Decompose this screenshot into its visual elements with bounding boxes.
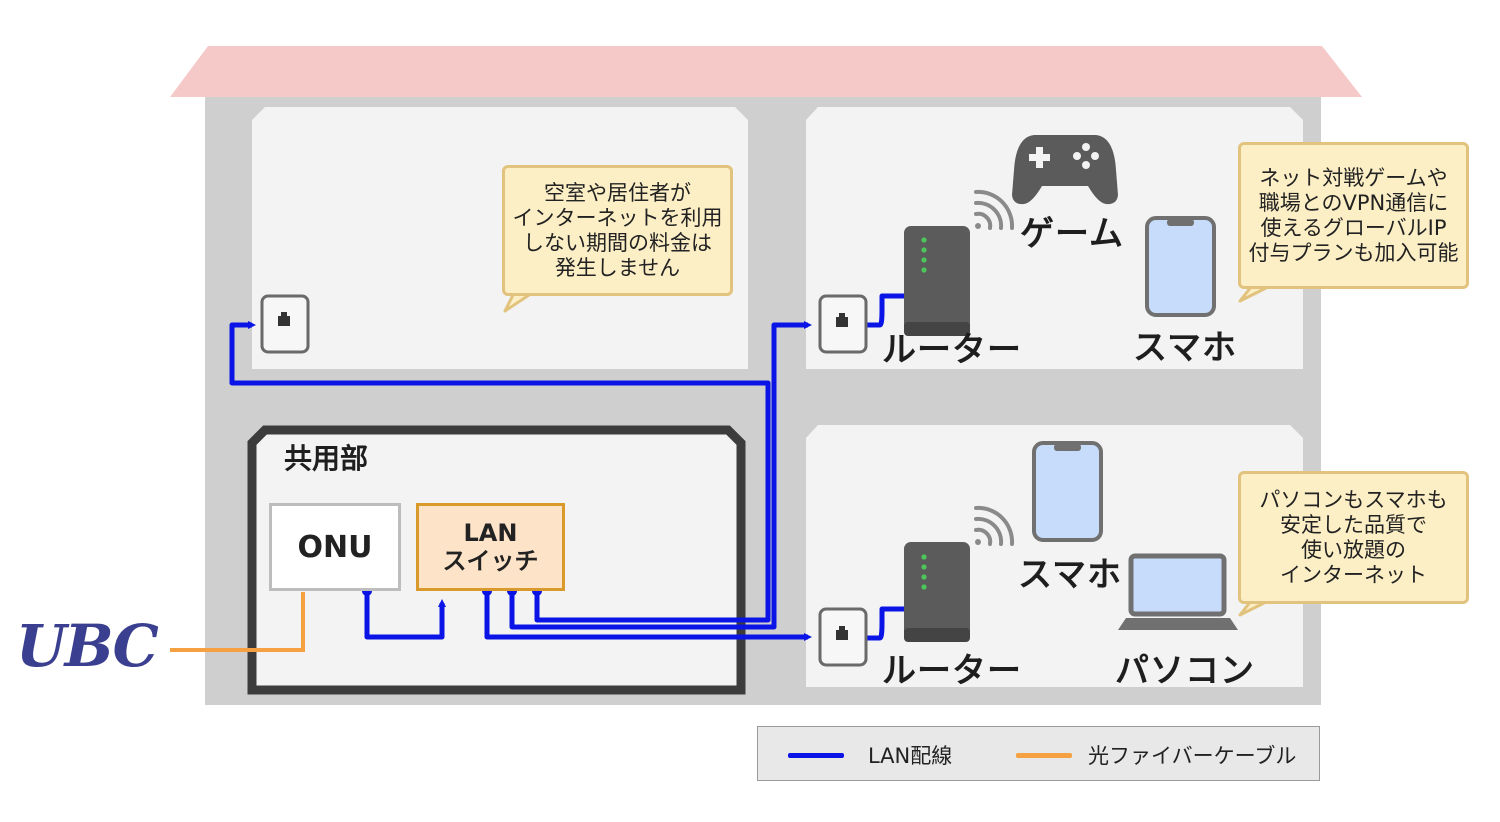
note-line: ネット対戦ゲームや: [1259, 165, 1448, 190]
common-area-label: 共用部: [284, 442, 369, 475]
note-line: 発生しません: [554, 255, 681, 280]
wifi-icon: [974, 505, 1015, 546]
note-line: 空室や居住者が: [544, 180, 691, 205]
lan-cables: [229, 293, 905, 641]
note-line: インターネット: [1280, 562, 1427, 587]
smartphone-icon: [1145, 216, 1216, 317]
onu-label: ONU: [297, 529, 373, 565]
wifi-icon: [974, 189, 1015, 230]
smartphone-label-top: スマホ: [1133, 328, 1237, 368]
note-line: しない期間の料金は: [523, 230, 712, 255]
router-label-bottom: ルーター: [882, 651, 1022, 691]
lan-switch-to-top-room: [509, 321, 812, 630]
note-line: インターネットを利用: [512, 205, 723, 230]
note-global-ip: ネット対戦ゲームや 職場とのVPN通信に 使えるグローバルIP 付与プランも加入…: [1238, 142, 1469, 289]
lan-port-to-router-bottom: [842, 606, 905, 641]
lan-switch-to-vacant-room: [229, 321, 771, 623]
note-line: 安定した品質で: [1280, 512, 1427, 537]
router-label-top: ルーター: [882, 330, 1022, 370]
router-icon: [904, 542, 970, 642]
note-tail: [1238, 599, 1269, 617]
smartphone-label-bottom: スマホ: [1018, 555, 1122, 595]
note-tail: [503, 291, 533, 313]
lan-switch-label-sub: スイッチ: [442, 547, 539, 575]
provider-logo: UBC: [16, 612, 159, 680]
note-line: 使い放題の: [1301, 537, 1406, 562]
legend-fiber-label: 光ファイバーケーブル: [1088, 744, 1297, 768]
onu-device: ONU: [269, 503, 401, 591]
house-roof: [170, 46, 1362, 97]
lan-port-icon: [818, 607, 868, 667]
note-quality: パソコンもスマホも 安定した品質で 使い放題の インターネット: [1238, 471, 1469, 604]
gamepad-icon: [1012, 135, 1118, 205]
smartphone-icon: [1032, 441, 1103, 542]
legend-lan-swatch: [788, 753, 844, 758]
lan-switch-label: LAN: [463, 519, 518, 547]
fiber-cable: [170, 592, 305, 652]
lan-port-icon: [260, 294, 310, 354]
legend-fiber-swatch: [1016, 753, 1072, 758]
laptop-icon: [1118, 553, 1238, 630]
lan-switch-device: LAN スイッチ: [416, 503, 565, 591]
lan-port-icon: [818, 294, 868, 354]
note-line: 職場とのVPN通信に: [1258, 190, 1449, 215]
note-line: パソコンもスマホも: [1259, 487, 1448, 512]
router-icon: [904, 226, 970, 336]
lan-port-to-router-top: [842, 293, 905, 328]
note-tail: [1238, 285, 1269, 303]
note-line: 付与プランも加入可能: [1248, 240, 1459, 265]
note-vacancy: 空室や居住者が インターネットを利用 しない期間の料金は 発生しません: [502, 165, 733, 296]
game-label: ゲーム: [1020, 214, 1124, 254]
lan-onu-to-switch: [364, 591, 446, 640]
legend-lan-label: LAN配線: [868, 744, 953, 768]
pc-label: パソコン: [1115, 651, 1255, 691]
lan-switch-to-bottom-room: [484, 591, 812, 641]
note-line: 使えるグローバルIP: [1260, 215, 1447, 240]
legend: LAN配線 光ファイバーケーブル: [757, 726, 1320, 781]
